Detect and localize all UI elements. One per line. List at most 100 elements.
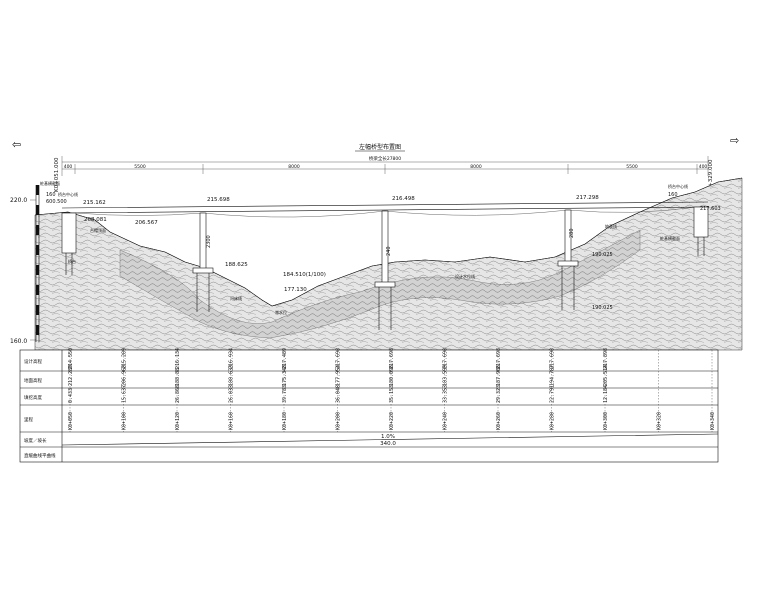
cell-ground-elevs: 188.633 <box>229 365 235 386</box>
left-label-2: 台帽顶面 <box>90 227 106 233</box>
cell-ground-elevs: 187.906 <box>496 365 502 386</box>
span-dim-1: 5500 <box>134 164 146 170</box>
cell-stations: K0+320 <box>657 412 663 430</box>
cell-design-elevs: 217.898 <box>603 348 609 369</box>
total-length-label: 桥梁全长27800 <box>369 155 401 162</box>
elevation-labels: 215.162 215.698 216.498 217.298 217.603 … <box>83 195 721 311</box>
ground-line <box>34 177 743 307</box>
station-end: K0+329.000 <box>708 159 714 194</box>
cell-ground-elevs: 183.599 <box>443 365 449 386</box>
span-dim-5: 400 <box>699 164 708 170</box>
cell-stations: K0+180 <box>282 412 288 430</box>
dimension-lines: 桥梁全长27800 400 5500 8000 8000 5500 400 <box>61 155 709 176</box>
left-label-3: 桥台 <box>68 258 76 264</box>
abutment-right <box>693 206 709 256</box>
cell-ground-elevs: 194.787 <box>550 365 556 386</box>
small-text-6: 地表线 <box>605 223 617 229</box>
cell-fill-heights: 29.323 <box>496 385 502 403</box>
deck-elev-3: 217.298 <box>576 195 599 201</box>
cell-fill-heights: 26.033 <box>229 385 235 403</box>
cell-fill-heights: 39.783 <box>282 385 288 403</box>
row-label-0: 设计高程 <box>24 358 42 365</box>
other-elev-4: 177.130 <box>284 287 307 293</box>
row-label-4: 坡度／坡长 <box>24 437 47 444</box>
scale-top: 220.0 <box>10 197 27 204</box>
deck-elev-0: 215.162 <box>83 200 106 206</box>
row-label-2: 填挖高度 <box>24 394 42 401</box>
cell-ground-elevs: 212.289 <box>68 365 74 386</box>
left-label-0: 桩基横截面 <box>40 180 60 186</box>
cell-stations: K0+240 <box>443 412 449 430</box>
pier-1: 2300 <box>192 212 214 312</box>
cell-ground-elevs: 205.514 <box>603 365 609 386</box>
cell-ground-elevs: 180.096 <box>389 365 395 386</box>
grade-value: 1.0% <box>381 434 395 440</box>
other-elev-5: 190.025 <box>592 252 613 258</box>
cell-design-elevs: 217.698 <box>336 348 342 369</box>
cell-design-elevs: 217.489 <box>282 348 288 369</box>
cell-stations: K0+280 <box>550 412 556 430</box>
pier-2: 240 <box>374 210 396 330</box>
abutment-left <box>61 212 77 275</box>
cell-fill-heights: 26.868 <box>175 385 181 403</box>
cell-ground-elevs: 177.954 <box>336 365 342 386</box>
cell-design-elevs: 217.698 <box>443 348 449 369</box>
cell-stations: K0+300 <box>603 412 609 430</box>
left-arrow: ⇦ <box>12 138 21 151</box>
deck-elev-2: 216.498 <box>392 196 415 202</box>
cell-design-elevs: 216.134 <box>175 348 181 369</box>
row-label-5: 直缓曲线平曲线 <box>24 452 56 459</box>
cell-fill-heights: 15.637 <box>122 385 128 403</box>
row-label-3: 里程 <box>24 416 33 423</box>
span-dim-0: 400 <box>64 164 73 170</box>
elevation-scale: 220.0 160.0 <box>10 185 40 345</box>
drawing-title: 左幅桥型布置图 <box>359 143 401 151</box>
right-arrow: ⇨ <box>730 134 739 147</box>
other-elev-3: 184.510(1/100) <box>283 272 326 278</box>
cell-fill-heights: 22.791 <box>550 385 556 403</box>
small-text-8: 常水位 <box>275 309 287 315</box>
cell-stations: K0+160 <box>229 412 235 430</box>
small-text-1: 160 <box>46 192 56 198</box>
span-dim-4: 5500 <box>626 164 638 170</box>
cell-design-elevs: 217.698 <box>389 348 395 369</box>
cell-stations: K0+260 <box>496 412 502 430</box>
cell-fill-heights: 12.184 <box>603 385 609 403</box>
span-dim-3: 8000 <box>470 164 482 170</box>
cell-stations: K0+200 <box>336 412 342 430</box>
left-label-1: 桥台中心线 <box>58 191 78 197</box>
small-text-2: 160 <box>668 192 678 198</box>
row-label-1: 地面高程 <box>24 377 42 384</box>
span-dim-2: 8000 <box>288 164 300 170</box>
cell-fill-heights: 35.153 <box>389 385 395 403</box>
cell-stations: K0+050 <box>68 412 74 430</box>
pier-3-height: 280 <box>569 228 575 238</box>
cell-design-elevs: 217.698 <box>496 348 502 369</box>
cell-ground-elevs: 206.968 <box>122 365 128 386</box>
cell-stations: K0+100 <box>122 412 128 430</box>
right-label-1: 桩基横截面 <box>660 235 680 241</box>
cell-stations: K0+220 <box>389 412 395 430</box>
cell-design-elevs: 216.934 <box>229 348 235 369</box>
pier-3: 280 <box>557 209 579 310</box>
deck-elev-4: 217.603 <box>700 206 721 212</box>
cell-stations: K0+340 <box>710 412 716 430</box>
other-elev-6: 190.025 <box>592 305 613 311</box>
right-label-0: 桥台中心线 <box>668 183 688 189</box>
cell-design-elevs: 214.550 <box>68 348 74 369</box>
table-columns: 214.550212.2890.433K0+050215.289206.9681… <box>68 348 716 432</box>
deck-elev-1: 215.698 <box>207 197 230 203</box>
small-text-7: 设计水位线 <box>455 273 475 279</box>
annotations: 桩基横截面 桥台中心线 台帽顶面 桥台 桥台中心线 桩基横截面 600.500 … <box>40 180 688 315</box>
other-elev-0: 208.081 <box>84 217 107 223</box>
cell-fill-heights: 33.353 <box>443 385 449 403</box>
cell-fill-heights: 0.433 <box>68 388 74 403</box>
cell-stations: K0+120 <box>175 412 181 430</box>
grade-length: 340.0 <box>380 441 396 447</box>
cell-design-elevs: 217.698 <box>550 348 556 369</box>
terrain-layer <box>119 229 641 339</box>
station-start: K0+051.000 <box>54 157 60 192</box>
small-text-0: 600.500 <box>46 199 67 205</box>
cell-ground-elevs: 175.348 <box>282 365 288 386</box>
